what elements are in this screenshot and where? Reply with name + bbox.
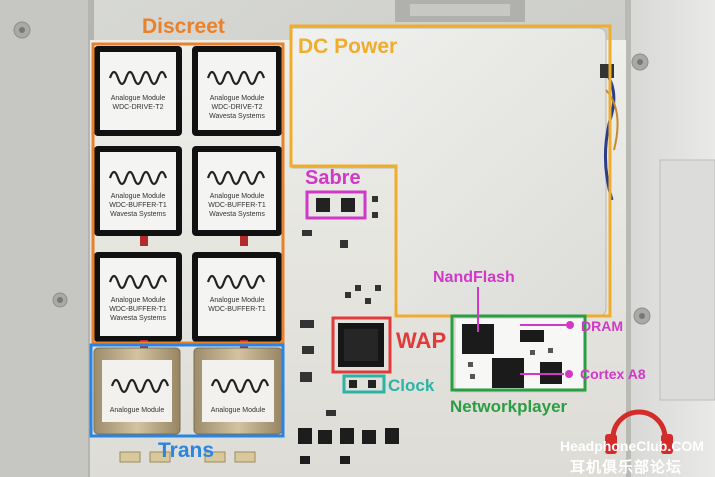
label-nandflash: NandFlash (433, 269, 515, 286)
label-dc-power: DC Power (298, 35, 398, 58)
label-dram: DRAM (581, 318, 623, 334)
watermark-forum-name: 耳机俱乐部论坛 (570, 459, 683, 476)
module-label: Analogue Module (210, 407, 266, 414)
label-cortex-a8: Cortex A8 (580, 366, 646, 382)
label-clock: Clock (388, 376, 435, 395)
label-networkplayer: Networkplayer (450, 397, 568, 416)
label-trans: Trans (158, 439, 215, 462)
label-wap: WAP (396, 328, 447, 353)
label-sabre: Sabre (305, 167, 361, 189)
waveform-logos (108, 70, 270, 394)
watermark-url: HeadphoneClub.COM (560, 438, 704, 454)
module-boxes (93, 46, 283, 435)
module-label: Analogue Module (109, 407, 165, 414)
label-discreet: Discreet (142, 15, 225, 38)
headphone-logo (605, 409, 673, 454)
